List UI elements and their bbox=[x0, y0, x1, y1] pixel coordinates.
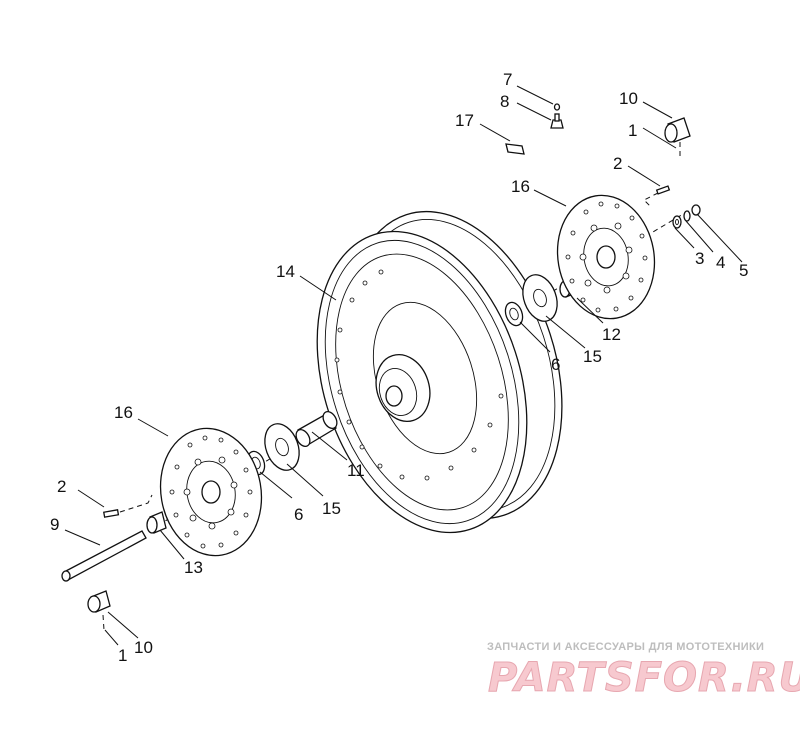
callout-1: 1 bbox=[628, 121, 637, 140]
brake-disc-left bbox=[159, 427, 263, 557]
flange-plate-left bbox=[264, 423, 300, 471]
bearing-right bbox=[504, 301, 524, 327]
callout-10: 10 bbox=[134, 638, 153, 657]
callout-12: 12 bbox=[602, 325, 621, 344]
screw-right bbox=[643, 185, 671, 207]
wheel-rim bbox=[316, 210, 563, 534]
valve-cap bbox=[553, 103, 561, 111]
callout-15: 15 bbox=[583, 347, 602, 366]
flange-plate-right bbox=[522, 274, 558, 322]
balance-weight bbox=[505, 143, 525, 155]
spacer-left bbox=[146, 511, 167, 534]
lockwasher bbox=[683, 210, 691, 222]
callout-4: 4 bbox=[716, 253, 725, 272]
axle-nut bbox=[691, 204, 701, 216]
rim-holes bbox=[334, 269, 504, 481]
callout-9: 9 bbox=[50, 515, 59, 534]
callout-17: 17 bbox=[455, 111, 474, 130]
callout-6: 6 bbox=[294, 505, 303, 524]
watermark-logo: PARTSFOR.RU bbox=[487, 655, 800, 702]
watermark-tagline: ЗАПЧАСТИ И АКСЕССУАРЫ ДЛЯ МОТОТЕХНИКИ bbox=[487, 641, 765, 653]
washer bbox=[672, 215, 682, 229]
callout-16: 16 bbox=[114, 403, 133, 422]
leader-lines bbox=[64, 85, 743, 646]
screw-left bbox=[103, 494, 153, 518]
axle-cap-right bbox=[664, 117, 691, 157]
callout-labels: 7 8 17 10 1 2 16 3 4 5 14 12 6 15 16 11 … bbox=[50, 70, 748, 665]
callout-1: 1 bbox=[118, 646, 127, 665]
callout-2: 2 bbox=[613, 154, 622, 173]
valve-stem bbox=[550, 113, 564, 129]
axle-cap-left bbox=[87, 590, 111, 631]
callout-2: 2 bbox=[57, 477, 66, 496]
callout-10: 10 bbox=[619, 89, 638, 108]
callout-16: 16 bbox=[511, 177, 530, 196]
callout-15: 15 bbox=[322, 499, 341, 518]
callout-14: 14 bbox=[276, 262, 295, 281]
callout-13: 13 bbox=[184, 558, 203, 577]
callout-3: 3 bbox=[695, 249, 704, 268]
axle bbox=[61, 530, 147, 582]
callout-7: 7 bbox=[503, 70, 512, 89]
callout-5: 5 bbox=[739, 261, 748, 280]
brake-disc-right bbox=[556, 194, 656, 320]
callout-8: 8 bbox=[500, 92, 509, 111]
callout-6: 6 bbox=[551, 355, 560, 374]
axle-spacer bbox=[295, 410, 338, 448]
callout-11: 11 bbox=[347, 461, 365, 480]
